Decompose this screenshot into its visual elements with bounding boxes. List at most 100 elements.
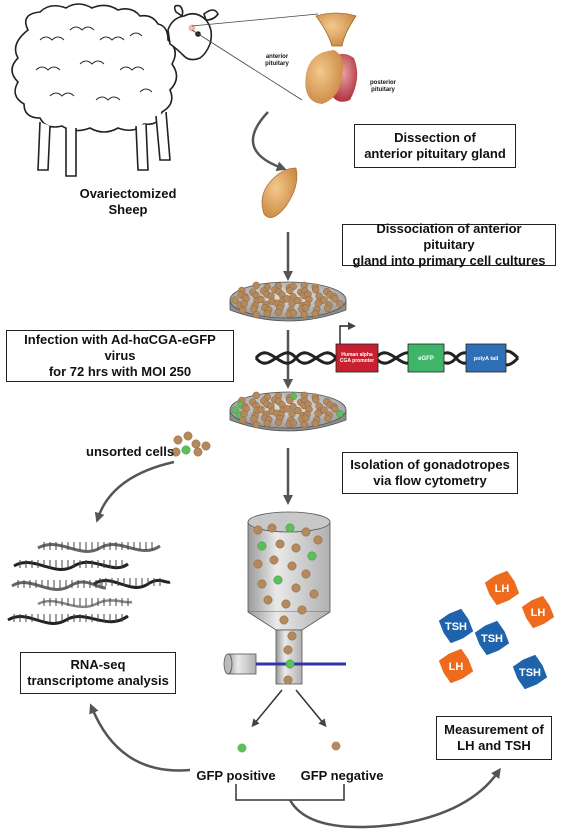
unsorted-cell xyxy=(171,447,181,457)
unsorted-cell xyxy=(193,447,203,457)
lh-molecule: LH xyxy=(520,594,556,630)
culture-cell xyxy=(283,295,291,303)
culture-cell xyxy=(239,416,247,424)
culture-cell xyxy=(274,308,282,316)
arrow-gland-to-dissection xyxy=(251,111,287,172)
arrow-unsorted-to-rnaseq xyxy=(94,460,175,523)
culture-cell xyxy=(231,296,239,304)
step-measurement: Measurement of LH and TSH xyxy=(436,716,552,760)
step-dissection-line2: anterior pituitary gland xyxy=(364,146,506,161)
lh-molecule-label: LH xyxy=(531,607,546,619)
viral-construct-diagram: Human alpha CGA promoter eGFP polyA tail xyxy=(254,322,520,373)
anterior-label-line2: pituitary xyxy=(265,61,289,67)
sheep-illustration xyxy=(11,3,219,177)
step-isolation-line2: via flow cytometry xyxy=(373,473,487,488)
rnaseq-reads xyxy=(7,542,171,625)
hormone-molecules: LH LH LH TSH TSH TSH xyxy=(437,569,556,691)
culture-cell xyxy=(286,396,294,405)
anterior-pituitary-label: anterior pituitary xyxy=(252,54,302,68)
step-infection: Infection with Ad-hαCGA-eGFP virus for 7… xyxy=(6,330,234,382)
sorting-cell xyxy=(273,575,283,585)
polya-block xyxy=(465,343,507,373)
step-dissection: Dissection of anterior pituitary gland xyxy=(354,124,516,168)
pituitary-location-marker xyxy=(188,24,196,32)
culture-cell xyxy=(331,405,339,413)
sorting-cell xyxy=(309,589,319,599)
sorting-cell xyxy=(287,631,297,641)
step-rnaseq-line1: RNA-seq xyxy=(70,657,126,672)
sheep-label-line2: Sheep xyxy=(108,202,148,217)
sorting-cell xyxy=(301,569,311,579)
sorting-cell xyxy=(267,523,277,533)
sorting-cell xyxy=(275,539,285,549)
culture-cell xyxy=(302,304,310,312)
promoter-label-line1: Human alpha xyxy=(341,352,373,358)
step-infection-line1: Infection with Ad-hαCGA-eGFP virus xyxy=(24,332,216,363)
culture-cell xyxy=(239,306,247,314)
sorting-cell xyxy=(297,605,307,615)
dissected-anterior-pituitary xyxy=(261,167,298,218)
sorting-cell xyxy=(283,675,293,685)
culture-cell xyxy=(283,405,291,413)
sorting-cell xyxy=(253,525,263,535)
culture-dish-primary xyxy=(229,281,347,322)
arrow-to-measurement xyxy=(288,767,501,829)
lh-molecule-label: LH xyxy=(449,661,464,673)
culture-cell xyxy=(294,296,302,305)
step-dissociation-line2: gland into primary cell cultures xyxy=(352,253,546,268)
tsh-molecule-label: TSH xyxy=(445,621,467,633)
gfp-negative-text: GFP negative xyxy=(300,768,384,783)
culture-cell xyxy=(300,311,308,319)
sorting-cell xyxy=(253,559,263,569)
tsh-molecule: TSH xyxy=(437,607,475,645)
sorting-cell xyxy=(307,551,317,561)
culture-cell xyxy=(314,299,322,307)
tsh-molecule-label: TSH xyxy=(519,667,541,679)
unsorted-cell xyxy=(183,431,193,441)
culture-cell xyxy=(331,295,339,303)
gfp-negative-label: GFP negative xyxy=(292,768,392,784)
culture-cell xyxy=(302,414,310,422)
culture-cell xyxy=(289,309,297,317)
culture-cell xyxy=(257,295,265,304)
output-bracket xyxy=(235,784,345,801)
lh-molecule-label: LH xyxy=(495,583,510,595)
pointer-line-upper xyxy=(191,13,319,27)
sorting-cell xyxy=(291,543,301,553)
posterior-label-line1: posterior xyxy=(369,80,396,86)
culture-cell xyxy=(252,391,260,399)
laser-unit xyxy=(223,653,257,675)
tsh-molecule: TSH xyxy=(511,653,549,691)
sorting-cell xyxy=(279,615,289,625)
culture-cell xyxy=(300,421,308,429)
unsorted-cell xyxy=(173,435,183,445)
sorting-cell xyxy=(301,527,311,537)
arrow-to-gfp-negative xyxy=(295,689,327,728)
posterior-pituitary-label: posterior pituitary xyxy=(358,80,408,94)
culture-cell xyxy=(240,410,248,418)
tsh-molecule-label: TSH xyxy=(481,633,503,645)
culture-cell xyxy=(288,410,296,418)
culture-cell xyxy=(252,311,260,319)
tsh-molecule: TSH xyxy=(473,619,511,657)
gfp-positive-text: GFP positive xyxy=(196,768,276,783)
step-dissociation: Dissociation of anterior pituitary gland… xyxy=(342,221,556,268)
pituitary-gland xyxy=(305,12,358,104)
culture-cell xyxy=(274,418,282,426)
sorting-cell xyxy=(281,599,291,609)
gfp-positive-cell xyxy=(237,743,247,753)
step-infection-line2: for 72 hrs with MOI 250 xyxy=(48,364,192,379)
egfp-label: eGFP xyxy=(418,356,434,362)
sorting-cell xyxy=(263,595,273,605)
culture-cell xyxy=(336,300,344,308)
sorting-cell xyxy=(285,523,295,533)
unsorted-cell xyxy=(201,441,211,451)
culture-cell xyxy=(263,309,271,318)
unsorted-cells-cluster xyxy=(171,431,211,457)
promoter-start-arrow xyxy=(339,322,356,344)
anterior-pituitary-lobe xyxy=(305,50,343,104)
egfp-block xyxy=(407,343,445,373)
culture-cell xyxy=(311,309,319,318)
step-dissociation-line1: Dissociation of anterior pituitary xyxy=(376,221,522,252)
